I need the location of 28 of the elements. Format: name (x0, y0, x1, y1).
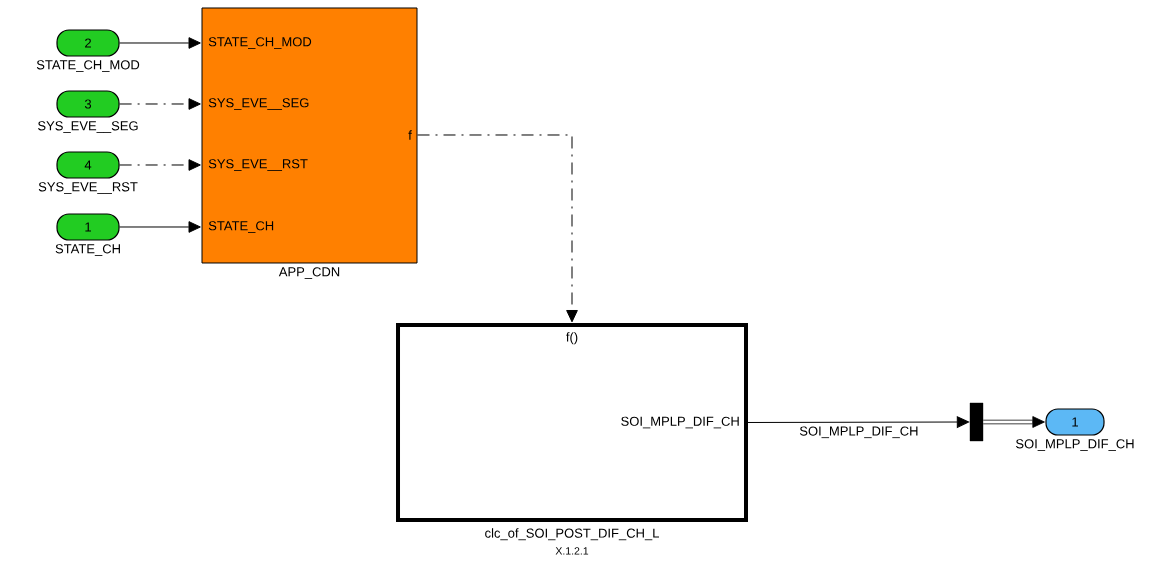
port-block: 3 (56, 90, 120, 118)
arrow (119, 37, 201, 49)
port-label: f (408, 130, 412, 140)
port-block: 2 (56, 29, 120, 57)
block-label: APP_CDN (278, 267, 340, 279)
block-label: STATE_CH_MOD (36, 60, 140, 72)
arrow (119, 221, 201, 233)
block-label: SYS_EVE__SEG (38, 121, 138, 133)
arrow (119, 159, 201, 171)
port-label: STATE_CH_MOD (208, 37, 312, 49)
arrow (119, 98, 201, 110)
port-block: 1 (1045, 408, 1105, 436)
arrow (983, 416, 1045, 428)
block-label: SOI_MPLP_DIF_CH (1016, 439, 1134, 451)
block-label: STATE_CH (55, 244, 120, 256)
port-label: f() (566, 332, 578, 345)
arrow (747, 416, 970, 428)
port-label: SOI_MPLP_DIF_CH (621, 416, 739, 429)
port-label: STATE_CH (208, 221, 274, 233)
block-label: SYS_EVE__RST (38, 182, 138, 194)
port-label: SYS_EVE__SEG (208, 98, 309, 110)
port-block: 4 (56, 151, 120, 179)
port-block: 1 (56, 213, 120, 241)
port-label: SYS_EVE__RST (208, 159, 308, 171)
block-label: X.1.2.1 (555, 547, 589, 555)
edge-label: SOI_MPLP_DIF_CH (798, 425, 920, 440)
arrow (417, 134, 578, 323)
block-label: clc_of_SOI_POST_DIF_CH_L (485, 528, 659, 541)
